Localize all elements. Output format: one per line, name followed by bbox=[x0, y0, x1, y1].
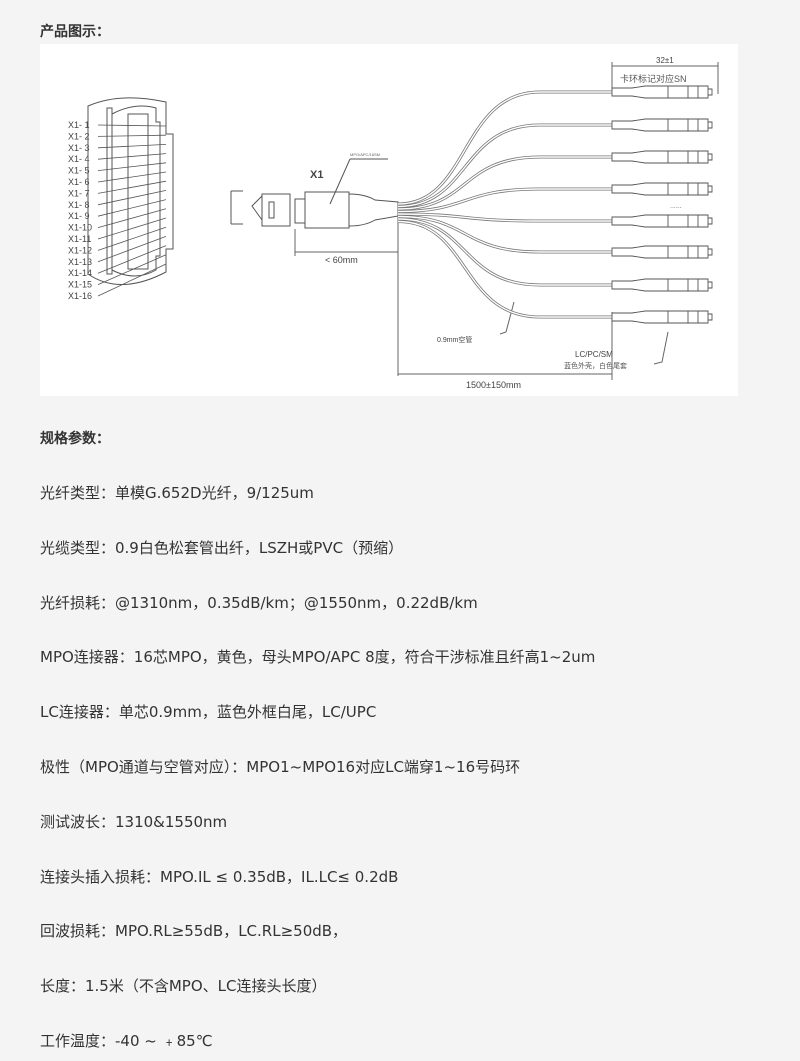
spec-item: 长度：1.5米（不含MPO、LC连接头长度） bbox=[40, 977, 327, 996]
lc-connector bbox=[611, 182, 713, 196]
pin-label: X1- 2 bbox=[68, 131, 90, 141]
pin-label: X1- 1 bbox=[68, 120, 90, 130]
ring-length-label: 32±1 bbox=[656, 56, 674, 65]
pin-label: X1- 8 bbox=[68, 200, 90, 210]
pin-label: X1-14 bbox=[68, 268, 92, 278]
connector-label: X1 bbox=[310, 169, 323, 181]
fiber-breakout bbox=[397, 220, 713, 324]
spec-item: 回波损耗：MPO.RL≥55dB，LC.RL≥50dB， bbox=[40, 922, 348, 941]
pin-line bbox=[97, 144, 167, 149]
pin-line bbox=[97, 217, 167, 240]
lc-connector bbox=[611, 214, 713, 228]
lc-connector bbox=[611, 118, 713, 132]
pin-line bbox=[97, 254, 167, 285]
pin-line bbox=[97, 180, 167, 194]
connector-tag: MPO/APC/16SM bbox=[350, 152, 380, 157]
fiber-breakout bbox=[397, 150, 713, 211]
pin-line bbox=[97, 162, 167, 171]
section-title-specs: 规格参数： bbox=[40, 431, 110, 447]
pin-label: X1- 7 bbox=[68, 188, 90, 198]
fiber-breakout bbox=[397, 217, 713, 292]
spec-item: 工作温度：-40 ~ ﹢85℃ bbox=[40, 1032, 213, 1050]
fiber-breakout bbox=[397, 215, 713, 259]
pin-line bbox=[97, 245, 167, 274]
spec-item: 光纤损耗：@1310nm，0.35dB/km；@1550nm，0.22dB/km bbox=[40, 593, 478, 612]
fiber-breakout bbox=[397, 182, 713, 213]
pin-label: X1-13 bbox=[68, 257, 92, 267]
pin-line bbox=[97, 208, 167, 228]
ring-note-label: 卡环标记对应SN bbox=[620, 73, 687, 84]
pin-label: X1- 4 bbox=[68, 154, 90, 164]
pin-label: X1-15 bbox=[68, 280, 92, 290]
tube-note-label: 0.9mm空管 bbox=[437, 335, 472, 344]
spec-item: LC连接器：单芯0.9mm，蓝色外框白尾，LC/UPC bbox=[40, 703, 377, 722]
spec-item: 极性（MPO通道与空管对应）：MPO1~MPO16对应LC端穿1~16号码环 bbox=[40, 758, 521, 776]
pin-line bbox=[97, 153, 167, 160]
pin-line bbox=[97, 171, 167, 183]
ellipsis-label: ...... bbox=[670, 203, 682, 210]
lc-color-note: 蓝色外壳，白色尾套 bbox=[564, 361, 627, 370]
pin-line bbox=[97, 124, 167, 127]
pin-line bbox=[97, 134, 167, 137]
lc-connector bbox=[611, 245, 713, 259]
pin-labels: X1- 1X1- 2 X1- 3X1- 4 X1- 5X1- 6X1- 7 X1- 8… bbox=[68, 120, 167, 301]
spec-item: MPO连接器：16芯MPO，黄色，母头MPO/APC 8度，符合干涉标准且纤高1… bbox=[40, 648, 596, 667]
spec-item: 光纤类型：单模G.652D光纤，9/125um bbox=[40, 484, 314, 502]
pin-label: X1- 5 bbox=[68, 166, 90, 176]
pin-line bbox=[97, 226, 167, 251]
pin-label: X1-10 bbox=[68, 223, 92, 233]
pin-line bbox=[97, 236, 167, 263]
spec-item: 连接头插入损耗：MPO.IL ≤ 0.35dB，IL.LC≤ 0.2dB bbox=[40, 867, 399, 886]
pin-label: X1- 6 bbox=[68, 177, 90, 187]
pin-label: X1-16 bbox=[68, 291, 92, 301]
pin-label: X1-11 bbox=[68, 234, 91, 244]
section-title-product-image: 产品图示： bbox=[40, 24, 110, 40]
pin-label: X1- 3 bbox=[68, 143, 90, 153]
pin-line bbox=[97, 190, 167, 206]
pin-label: X1-12 bbox=[68, 245, 92, 255]
lc-connector bbox=[611, 150, 713, 164]
lc-connector bbox=[611, 278, 713, 292]
pin-line bbox=[97, 263, 167, 297]
total-length-label: 1500±150mm bbox=[466, 380, 521, 390]
lc-connector bbox=[611, 310, 713, 324]
pin-line bbox=[97, 199, 167, 217]
fiber-breakout bbox=[397, 118, 713, 208]
spec-item: 测试波长：1310&1550nm bbox=[40, 812, 228, 831]
spec-item: 光缆类型：0.9白色松套管出纤，LSZH或PVC（预缩） bbox=[40, 538, 404, 557]
lc-connector bbox=[611, 85, 713, 99]
fiber-breakout bbox=[397, 212, 713, 228]
pin-label: X1- 9 bbox=[68, 211, 90, 221]
length-mpo-label: < 60mm bbox=[325, 255, 358, 265]
lc-type-label: LC/PC/SM bbox=[575, 350, 613, 359]
mpo-face-drawing bbox=[87, 97, 174, 285]
fiber-breakouts bbox=[397, 85, 713, 324]
fiber-breakout bbox=[397, 85, 713, 206]
product-diagram-svg: X1- 1X1- 2 X1- 3X1- 4 X1- 5X1- 6X1- 7 X1- 8… bbox=[68, 56, 719, 390]
adapter-drawing bbox=[230, 158, 399, 229]
